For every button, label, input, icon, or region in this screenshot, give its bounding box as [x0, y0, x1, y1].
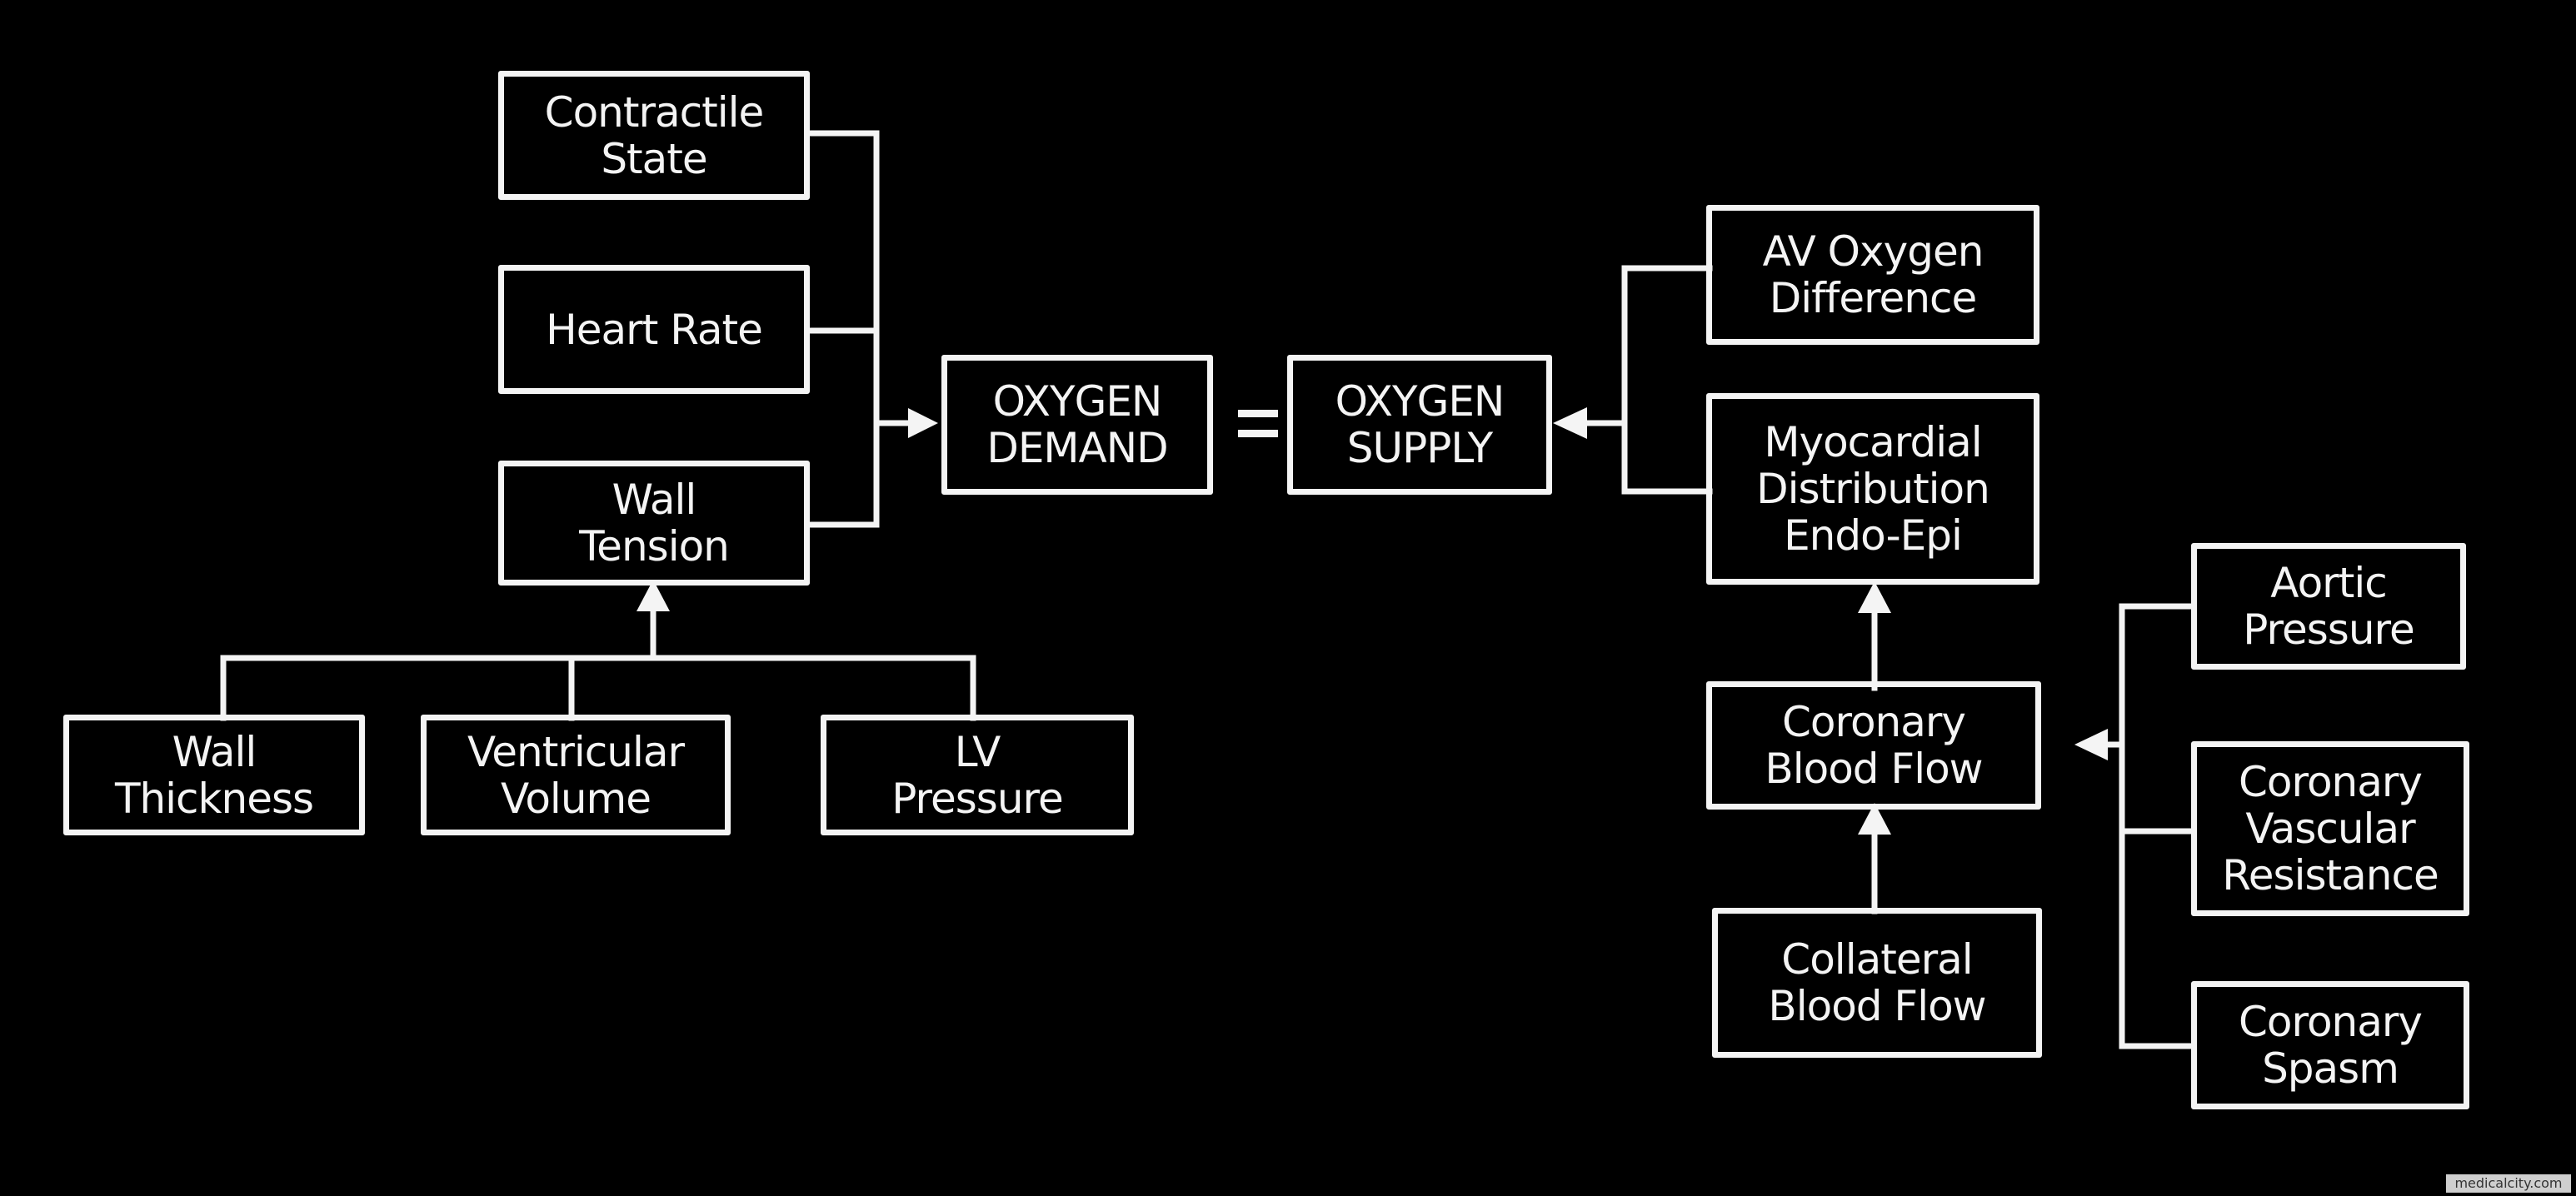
label-line: Tension — [579, 522, 730, 571]
label-line: Aortic — [2270, 559, 2387, 607]
label-line: Myocardial — [1764, 418, 1982, 466]
box-oxygen-demand: OXYGEN DEMAND — [941, 355, 1213, 495]
label-line: LV — [954, 727, 1001, 776]
label-line: Coronary — [2238, 758, 2423, 806]
label-line: Coronary — [1781, 698, 1966, 746]
label-line: Collateral — [1781, 935, 1973, 984]
arrow-to-myocardial — [1858, 581, 1891, 613]
label-line: Thickness — [114, 774, 314, 823]
arrow-to-oxygen-supply — [1553, 407, 1587, 439]
watermark-badge: medicalcity.com — [2446, 1174, 2571, 1193]
arrow-to-wall-tension — [637, 580, 670, 611]
box-wall-tension: Wall Tension — [498, 461, 810, 586]
equals-sign — [1238, 403, 1281, 445]
box-heart-rate: Heart Rate — [498, 265, 810, 394]
box-wall-thickness: Wall Thickness — [63, 715, 365, 835]
box-collateral-blood-flow: Collateral Blood Flow — [1712, 908, 2042, 1058]
box-ventricular-volume: Ventricular Volume — [421, 715, 731, 835]
label-line: Distribution — [1756, 465, 1990, 513]
connector-myocardial — [1621, 420, 1713, 495]
box-contractile-state: Contractile State — [498, 71, 810, 200]
label-line: OXYGEN — [992, 377, 1163, 426]
label-line: OXYGEN — [1335, 377, 1505, 426]
label-line: SUPPLY — [1346, 424, 1493, 472]
connector-av-oxygen — [1621, 265, 1713, 426]
label-line: Pressure — [891, 774, 1064, 823]
label-line: Blood Flow — [1765, 745, 1983, 793]
box-coronary-vascular-resistance: Coronary Vascular Resistance — [2191, 741, 2469, 916]
box-myocardial-distribution: Myocardial Distribution Endo-Epi — [1706, 393, 2039, 585]
label-line: Spasm — [2262, 1044, 2399, 1093]
label-line: Wall — [172, 727, 257, 776]
label-line: DEMAND — [986, 424, 1168, 472]
label-line: Pressure — [2243, 605, 2415, 654]
label-line: Volume — [501, 774, 651, 823]
label-line: Heart Rate — [546, 305, 763, 354]
label-line: Blood Flow — [1768, 982, 1986, 1030]
label-line: Endo-Epi — [1784, 511, 1963, 560]
label-line: Difference — [1769, 274, 1978, 322]
box-aortic-pressure: Aortic Pressure — [2191, 543, 2466, 670]
arrow-into-coronary-flow — [2074, 729, 2108, 760]
label-line: Resistance — [2222, 851, 2439, 899]
box-lv-pressure: LV Pressure — [821, 715, 1134, 835]
arrow-to-coronary-flow — [1858, 803, 1891, 835]
connector-aortic-pressure — [2119, 603, 2196, 1049]
label-line: Vascular — [2245, 805, 2415, 853]
arrow-to-oxygen-demand — [908, 408, 938, 438]
label-line: Coronary — [2238, 998, 2423, 1046]
box-coronary-spasm: Coronary Spasm — [2191, 981, 2469, 1109]
box-coronary-blood-flow: Coronary Blood Flow — [1706, 681, 2041, 810]
label-line: AV Oxygen — [1762, 227, 1984, 276]
connector-wall-tension — [805, 420, 880, 528]
label-line: State — [601, 134, 707, 183]
box-av-oxygen-difference: AV Oxygen Difference — [1706, 205, 2039, 345]
label-line: Contractile — [544, 87, 765, 137]
connector-contractile-state — [805, 130, 880, 426]
label-line: Ventricular — [467, 727, 685, 776]
label-line: Wall — [612, 476, 697, 524]
box-oxygen-supply: OXYGEN SUPPLY — [1287, 355, 1552, 495]
